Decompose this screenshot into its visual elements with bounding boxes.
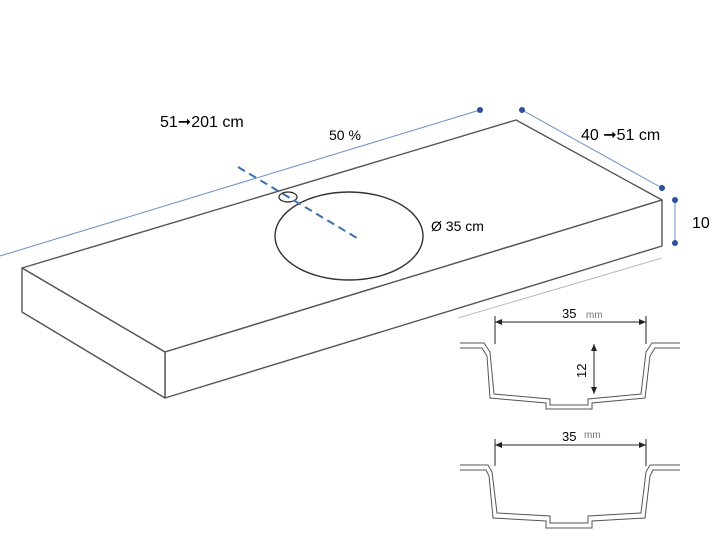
countertop-slab — [21, 119, 663, 399]
section-1-arrowhead-left — [495, 319, 502, 325]
slab-left-face — [21, 267, 166, 399]
section-2-width-label: 35 — [562, 429, 576, 444]
tap-hole — [278, 191, 298, 203]
section-1-depth-arrowhead-bottom — [591, 387, 597, 394]
basin-section-1-profile — [460, 342, 680, 406]
front-edge-guide-line — [457, 257, 663, 319]
basin-diameter-label: Ø 35 cm — [431, 218, 484, 234]
depth-dimension — [519, 107, 665, 191]
thickness-dimension-dot-top — [672, 197, 678, 203]
section-1-depth-label: 12 — [574, 364, 589, 378]
section-1-depth-arrowhead-top — [591, 344, 597, 351]
depth-dimension-dot-start — [519, 107, 525, 113]
basin-section-2: 35 mm — [460, 429, 680, 529]
depth-dimension-dot-end — [659, 185, 665, 191]
section-2-arrowhead-left — [495, 442, 502, 448]
section-1-width-label: 35 — [562, 306, 576, 321]
basin-section-1-profile-inner — [460, 347, 680, 410]
basin-section-1: 35 mm 12 — [460, 306, 680, 410]
section-1-arrowhead-right — [639, 319, 646, 325]
depth-range-label: 40 ➞51 cm — [581, 127, 660, 144]
basin-section-2-profile-inner — [460, 469, 680, 529]
section-2-unit-label: mm — [584, 430, 601, 441]
basin-circle — [274, 191, 424, 281]
center-dashed-line — [237, 166, 358, 239]
section-1-unit-label: mm — [586, 310, 603, 321]
length-dimension-line — [0, 109, 481, 257]
thickness-label: 10 — [692, 215, 710, 232]
thickness-dimension-dot-bottom — [672, 240, 678, 246]
basin-section-2-profile — [460, 464, 680, 524]
thickness-dimension — [457, 197, 678, 319]
section-2-arrowhead-right — [639, 442, 646, 448]
length-range-label: 51➞201 cm — [160, 114, 244, 131]
depth-dimension-line — [521, 109, 663, 189]
length-dimension — [0, 107, 483, 257]
position-percent-label: 50 % — [329, 127, 361, 143]
length-dimension-dot — [477, 107, 483, 113]
